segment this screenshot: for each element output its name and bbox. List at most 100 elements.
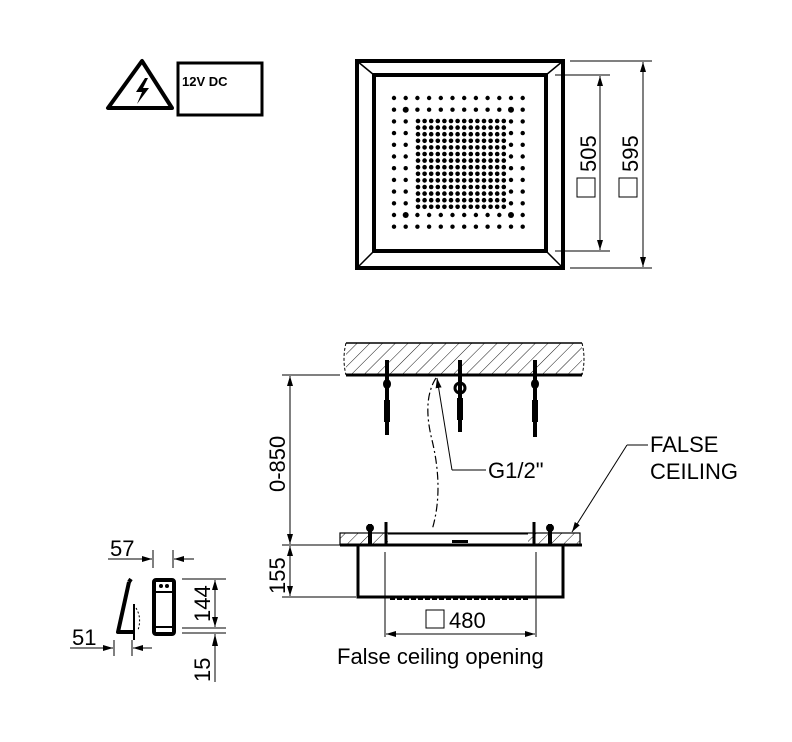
nozzle-dot	[520, 201, 525, 206]
nozzle-dot	[488, 118, 493, 124]
nozzle-dot	[442, 158, 447, 163]
nozzle-dot	[428, 145, 434, 150]
nozzle-dot	[473, 212, 479, 218]
nozzle-dot	[455, 191, 460, 196]
nozzle-dot	[448, 171, 454, 177]
nozzle-dot	[501, 178, 507, 183]
nozzle-dot	[461, 178, 467, 183]
nozzle-dot	[485, 95, 490, 101]
connection-leader: G1/2"	[435, 377, 544, 483]
nozzle-dot	[435, 145, 441, 150]
nozzle-dot	[508, 119, 514, 124]
nozzle-dot	[448, 151, 454, 157]
nozzle-dot	[461, 138, 467, 144]
nozzle-dot	[422, 171, 427, 177]
nozzle-dot	[442, 204, 447, 210]
nozzle-dot	[475, 145, 480, 150]
nozzle-dot	[428, 125, 434, 130]
nozzle-dot	[494, 151, 500, 157]
nozzle-dot	[448, 164, 454, 170]
suspension-rod-center	[453, 360, 467, 432]
nozzle-dot	[422, 151, 427, 157]
nozzle-dot	[442, 118, 447, 124]
nozzle-dot	[422, 191, 427, 196]
nozzle-dot	[403, 177, 408, 183]
square-symbol-icon	[576, 177, 596, 198]
nozzle-dot	[428, 131, 434, 137]
nozzle-dot	[391, 212, 397, 218]
nozzle-dot	[428, 151, 434, 157]
nozzle-dot	[435, 158, 441, 163]
nozzle-dot	[508, 106, 514, 113]
nozzle-dot	[494, 204, 500, 210]
nozzle-dot	[468, 197, 474, 203]
nozzle-dot	[475, 171, 480, 177]
nozzle-dot	[485, 107, 490, 112]
nozzle-dot	[481, 131, 487, 137]
nozzle-dot	[461, 145, 467, 150]
nozzle-dot	[501, 131, 507, 137]
nozzle-dot	[438, 224, 443, 229]
nozzle-dot	[468, 171, 474, 177]
nozzle-dot	[403, 189, 408, 194]
nozzle-dot	[448, 191, 454, 196]
inner-size-label: 505	[576, 135, 601, 172]
connection-label: G1/2"	[488, 458, 544, 483]
nozzle-dot	[488, 184, 493, 190]
nozzle-dot	[450, 212, 455, 218]
nozzle-dot	[494, 138, 500, 144]
nozzle-dot	[508, 95, 514, 101]
nozzle-dot	[422, 145, 427, 150]
false-ceiling-panel	[339, 532, 582, 547]
nozzle-dot	[481, 151, 487, 157]
nozzle-dot	[520, 189, 525, 194]
nozzle-dot	[508, 201, 514, 206]
nozzle-dot	[435, 125, 441, 130]
nozzle-dot	[415, 95, 420, 101]
nozzle-dot	[475, 184, 480, 190]
nozzle-dot	[461, 151, 467, 157]
nozzle-dot	[475, 125, 480, 130]
outer-size-label: 595	[618, 135, 643, 172]
nozzle-dot	[481, 125, 487, 130]
nozzle-dot	[481, 197, 487, 203]
nozzle-dot	[403, 119, 408, 124]
nozzle-dot	[448, 118, 454, 124]
nozzle-dot	[501, 151, 507, 157]
nozzle-dot	[455, 125, 460, 130]
nozzle-dot	[415, 118, 421, 124]
nozzle-dot	[488, 138, 493, 144]
nozzle-dot	[494, 125, 500, 130]
nozzle-dot	[415, 197, 421, 203]
nozzle-dot	[461, 125, 467, 130]
nozzle-dot	[520, 224, 525, 229]
nozzle-dot	[455, 131, 460, 137]
nozzle-dot	[473, 107, 479, 112]
nozzle-dot	[494, 145, 500, 150]
dimension-144: 144	[182, 578, 226, 634]
nozzle-dot	[422, 204, 427, 210]
nozzle-dot	[520, 166, 525, 171]
nozzle-dot	[508, 189, 514, 194]
nozzle-dot	[455, 145, 460, 150]
nozzle-dot	[426, 224, 432, 229]
square-symbol-icon	[425, 609, 445, 629]
nozzle-dot	[422, 197, 427, 203]
nozzle-dot	[391, 177, 397, 183]
nozzle-dot	[461, 158, 467, 163]
dimension-595: 595	[570, 60, 652, 269]
nozzle-dot	[468, 204, 474, 210]
height-label: 144	[190, 585, 215, 622]
nozzle-dot	[448, 178, 454, 183]
nozzle-dot	[475, 118, 480, 124]
nozzle-dot	[415, 224, 420, 229]
nozzle-dot	[488, 145, 493, 150]
nozzle-dot	[428, 118, 434, 124]
nozzle-dot	[508, 224, 514, 229]
nozzle-dot	[468, 164, 474, 170]
nozzle-dot	[403, 142, 408, 147]
nozzle-dot	[481, 138, 487, 144]
nozzle-dot	[428, 164, 434, 170]
nozzle-dot	[468, 158, 474, 163]
